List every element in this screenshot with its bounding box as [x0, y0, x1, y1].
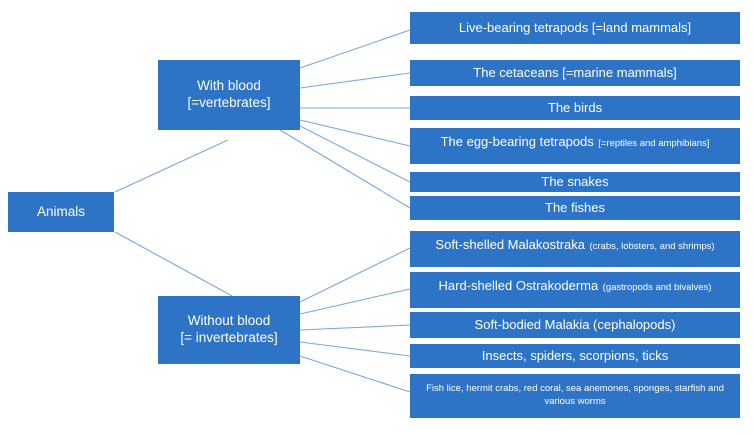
- leaf-land-mammals-label: Live-bearing tetrapods [=land mammals]: [458, 19, 692, 35]
- leaf-insects-label: Insects, spiders, scorpions, ticks: [481, 347, 669, 363]
- edge-noblood-leaf-3: [299, 324, 411, 331]
- leaf-malakostraka-label: Soft-shelled Malakostraka: [435, 237, 585, 252]
- branch-invertebrates-line2: [= invertebrates]: [180, 330, 278, 345]
- leaf-various-invertebrates-label: Fish lice, hermit crabs, red coral, sea …: [426, 383, 724, 407]
- edge-noblood-leaf-2: [299, 288, 411, 315]
- edge-blood-leaf-1: [299, 29, 411, 69]
- edge-root-blood: [114, 139, 229, 193]
- leaf-malakia-label: Soft-bodied Malakia (cephalopods): [474, 316, 676, 332]
- edge-blood-leaf-5: [299, 125, 411, 183]
- branch-node-invertebrates: Without blood [= invertebrates]: [158, 296, 300, 364]
- leaf-birds-label: The birds: [547, 99, 603, 115]
- edge-blood-leaf-2: [299, 72, 411, 89]
- leaf-snakes-label: The snakes: [541, 173, 609, 189]
- leaf-malakostraka-note: (crabs, lobsters, and shrimps): [589, 241, 715, 252]
- leaf-ostrakoderma-note: (gastropods and bivalves): [602, 282, 712, 293]
- branch-node-vertebrates: With blood [=vertebrates]: [158, 60, 300, 130]
- leaf-ostrakoderma-label: Hard-shelled Ostrakoderma: [438, 278, 599, 293]
- root-label: Animals: [36, 203, 85, 219]
- leaf-ostrakoderma: Hard-shelled Ostrakoderma (gastropods an…: [410, 272, 740, 308]
- leaf-malakostraka: Soft-shelled Malakostraka (crabs, lobste…: [410, 231, 740, 267]
- branch-vertebrates-line1: With blood: [197, 78, 261, 94]
- leaf-fishes: The fishes: [410, 196, 740, 220]
- leaf-malakia: Soft-bodied Malakia (cephalopods): [410, 312, 740, 338]
- edge-root-noblood: [114, 231, 233, 297]
- edge-noblood-leaf-1: [299, 247, 411, 303]
- root-node: Animals: [8, 192, 114, 232]
- leaf-fishes-label: The fishes: [545, 199, 605, 215]
- edge-blood-leaf-4: [299, 119, 411, 147]
- leaf-reptiles-amphibians-label: The egg-bearing tetrapods: [440, 134, 594, 149]
- leaf-marine-mammals: The cetaceans [=marine mammals]: [410, 60, 740, 86]
- leaf-insects: Insects, spiders, scorpions, ticks: [410, 344, 740, 368]
- leaf-reptiles-amphibians-note: [=reptiles and amphibians]: [598, 138, 710, 149]
- leaf-marine-mammals-label: The cetaceans [=marine mammals]: [473, 64, 677, 80]
- branch-invertebrates-line1: Without blood: [187, 313, 271, 329]
- branch-vertebrates-line2: [=vertebrates]: [187, 95, 271, 110]
- edge-noblood-leaf-4: [299, 341, 411, 357]
- leaf-reptiles-amphibians: The egg-bearing tetrapods [=reptiles and…: [410, 128, 740, 164]
- leaf-snakes: The snakes: [410, 172, 740, 192]
- leaf-land-mammals: Live-bearing tetrapods [=land mammals]: [410, 12, 740, 44]
- leaf-various-invertebrates: Fish lice, hermit crabs, red coral, sea …: [410, 374, 740, 418]
- leaf-birds: The birds: [410, 96, 740, 120]
- edge-blood-leaf-6: [279, 129, 411, 209]
- edge-noblood-leaf-5: [299, 355, 411, 393]
